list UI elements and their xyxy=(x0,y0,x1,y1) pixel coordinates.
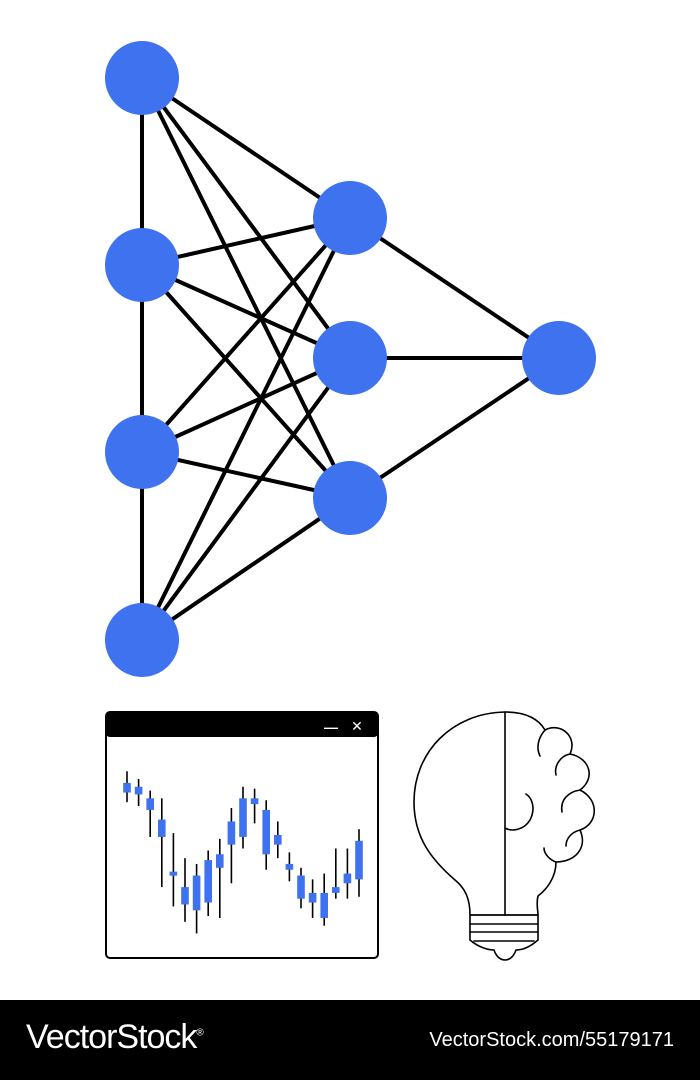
vectorstock-logo: VectorStock® xyxy=(26,1018,204,1057)
candlestick-chart xyxy=(123,771,363,934)
image-id: VectorStock.com/55179171 xyxy=(429,1029,674,1051)
close-icon[interactable]: ✕ xyxy=(351,719,363,735)
network-edge xyxy=(140,356,352,642)
brain-fold-6 xyxy=(543,847,557,863)
brain-right-half xyxy=(504,711,595,916)
network-node xyxy=(522,321,596,395)
network-edge xyxy=(140,76,352,500)
network-node xyxy=(313,181,387,255)
candle-body xyxy=(262,809,270,855)
network-edge xyxy=(348,216,561,360)
candle-body xyxy=(308,892,317,903)
brain-fold-4 xyxy=(504,793,534,831)
bulb-left-half xyxy=(413,711,506,916)
network-edge xyxy=(140,76,352,220)
candle-body xyxy=(123,782,131,793)
candle-body xyxy=(181,887,189,905)
network-node xyxy=(105,415,179,489)
network-nodes xyxy=(105,41,596,677)
candle-body xyxy=(355,840,363,880)
illustration: — ✕ xyxy=(105,41,596,961)
candle-body xyxy=(158,819,166,837)
network-node xyxy=(105,41,179,115)
brain-fold-3 xyxy=(560,789,581,813)
candle-body xyxy=(216,854,224,868)
watermark-footer: VectorStock® VectorStock.com/55179171 xyxy=(0,1000,700,1080)
network-edge xyxy=(140,216,352,454)
candle-body xyxy=(134,786,143,795)
network-edge xyxy=(140,356,352,454)
network-node xyxy=(313,321,387,395)
registered-mark: ® xyxy=(196,1027,203,1039)
candle-body xyxy=(239,798,247,837)
network-edge xyxy=(140,263,352,360)
network-edge xyxy=(140,76,352,360)
candle-body xyxy=(285,863,294,870)
candle-body xyxy=(332,887,340,893)
network-edge xyxy=(348,356,561,500)
network-node xyxy=(105,603,179,677)
network-edge xyxy=(140,263,352,500)
candle-body xyxy=(169,871,178,876)
brain-fold-1 xyxy=(537,729,546,757)
chart-window-title-bar xyxy=(106,712,378,737)
candle-body xyxy=(146,798,154,810)
minimize-icon[interactable]: — xyxy=(324,719,338,735)
bulb-base xyxy=(469,914,539,961)
candle-body xyxy=(192,875,201,911)
candle-body xyxy=(274,834,282,845)
network-node xyxy=(313,461,387,535)
brain-bulb-icon xyxy=(413,711,595,961)
network-edge xyxy=(140,496,352,642)
brain-fold-5 xyxy=(565,829,581,847)
brand-name: VectorStock xyxy=(26,1018,197,1056)
chart-window: — ✕ xyxy=(105,711,379,959)
candle-body xyxy=(297,875,305,899)
network-edge xyxy=(140,216,352,642)
candle-body xyxy=(250,798,259,805)
brain-fold-2 xyxy=(554,753,571,776)
candle-body xyxy=(343,873,352,884)
network-node xyxy=(105,228,179,302)
candle-body xyxy=(227,821,236,845)
candle-body xyxy=(204,860,212,903)
candle-body xyxy=(320,892,328,918)
